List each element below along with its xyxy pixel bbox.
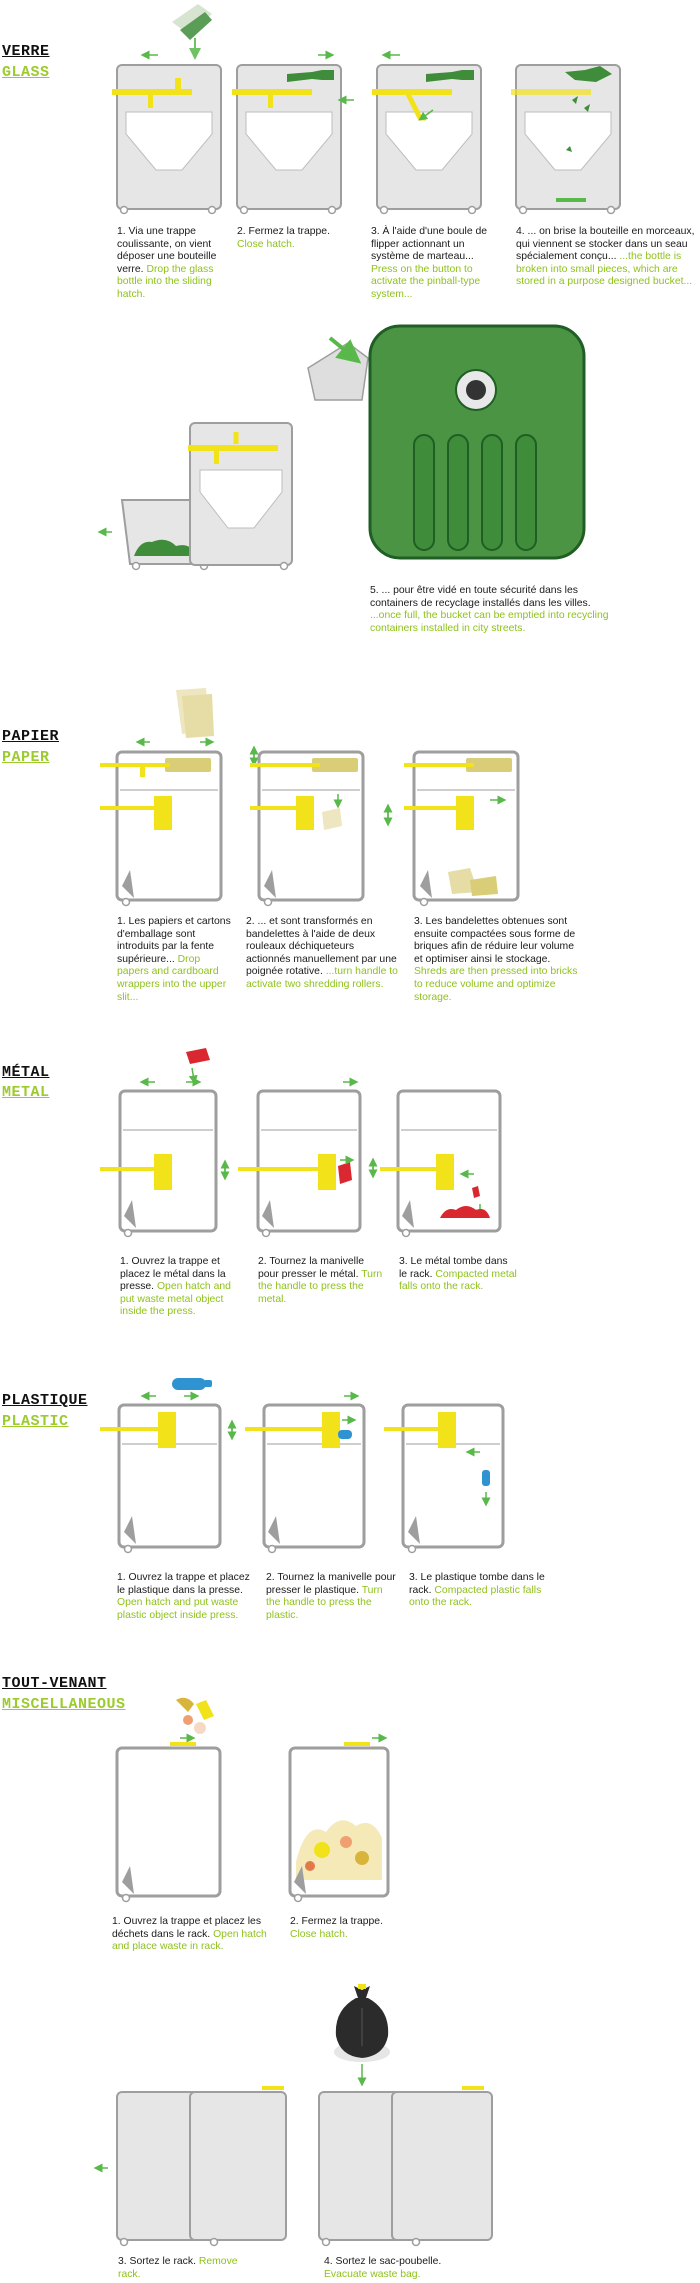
paper-title-en: PAPER: [2, 749, 50, 766]
plastic-title-fr: PLASTIQUE: [2, 1392, 88, 1409]
metal-title-en: METAL: [2, 1084, 50, 1101]
glass-title-fr: VERRE: [2, 43, 50, 60]
misc-waste-falling: [176, 1697, 214, 1734]
metal-machine-1: [100, 1077, 230, 1238]
metal-step-2-caption: 2. Tournez la manivelle pour presser le …: [258, 1256, 383, 1305]
glass-step-3-caption: 3. À l'aide d'une boule de flipper actio…: [371, 226, 488, 300]
paper-step-3-caption: 3. Les bandelettes obtenues sont ensuite…: [414, 916, 578, 1003]
waste-bag: [334, 1984, 390, 2087]
glass-diagrams: [97, 4, 621, 571]
glass-machine-2: [232, 50, 342, 215]
metal-can-falling: [186, 1048, 210, 1085]
metal-diagrams: [100, 1048, 502, 1238]
misc-title-fr: TOUT-VENANT: [2, 1675, 107, 1692]
metal-machine-3: [368, 1089, 502, 1238]
plastic-machine-2: [245, 1391, 366, 1554]
glass-bottle-falling: [172, 4, 212, 60]
plastic-bottle-falling: [172, 1378, 212, 1390]
plastic-title-en: PLASTIC: [2, 1413, 69, 1430]
glass-machine-1: [112, 50, 222, 215]
glass-machine-4: [511, 64, 621, 215]
misc-machine-4: [318, 2086, 493, 2247]
metal-step-1-caption: 1. Ouvrez la trappe et placez le métal d…: [120, 1256, 231, 1318]
misc-machine-2: [288, 1733, 390, 1903]
glass-step-2-caption: 2. Fermez la trappe. Close hatch.: [237, 226, 330, 250]
glass-step-1-caption: 1. Via une trappe coulissante, on vient …: [117, 226, 217, 300]
paper-step-2-caption: 2. ... et sont transformés en bandelette…: [246, 916, 398, 990]
plastic-step-1-caption: 1. Ouvrez la trappe et placez le plastiq…: [117, 1572, 250, 1621]
glass-step-4-caption: 4. ... on brise la bouteille en morceaux…: [516, 226, 695, 288]
paper-diagrams: [100, 688, 520, 907]
glass-bucket-removal: [97, 422, 293, 571]
paper-machine-1: [100, 737, 223, 907]
paper-sheets-falling: [176, 688, 214, 738]
paper-title-fr: PAPIER: [2, 728, 60, 745]
misc-step-3-caption: 3. Sortez le rack. Remove rack.: [118, 2256, 238, 2280]
plastic-step-2-caption: 2. Tournez la manivelle pour presser le …: [266, 1572, 396, 1621]
misc-step-2-caption: 2. Fermez la trappe. Close hatch.: [290, 1916, 383, 1940]
metal-machine-2: [238, 1077, 362, 1238]
misc-machine-3: [93, 2086, 287, 2247]
plastic-step-3-caption: 3. Le plastique tombe dans le rack. Comp…: [409, 1572, 545, 1609]
paper-step-1-caption: 1. Les papiers et cartons d'emballage so…: [117, 916, 231, 1003]
glass-title-en: GLASS: [2, 64, 50, 81]
misc-diagrams: [93, 1697, 493, 2247]
plastic-machine-1: [100, 1391, 237, 1554]
recycling-container: [307, 324, 586, 560]
metal-title-fr: MÉTAL: [2, 1064, 50, 1081]
misc-title-en: MISCELLANEOUS: [2, 1696, 126, 1713]
paper-machine-3: [383, 750, 520, 907]
metal-step-3-caption: 3. Le métal tombe dans le rack. Compacte…: [399, 1256, 517, 1293]
misc-step-1-caption: 1. Ouvrez la trappe et placez les déchet…: [112, 1916, 267, 1953]
glass-step-5-caption: 5. ... pour être vidé en toute sécurité …: [370, 585, 609, 634]
glass-machine-3: [372, 50, 482, 215]
misc-step-4-caption: 4. Sortez le sac-poubelle. Evacuate wast…: [324, 2256, 442, 2280]
paper-machine-2: [249, 745, 365, 907]
plastic-machine-3: [384, 1403, 505, 1554]
misc-machine-1: [115, 1733, 222, 1903]
plastic-diagrams: [100, 1378, 505, 1554]
